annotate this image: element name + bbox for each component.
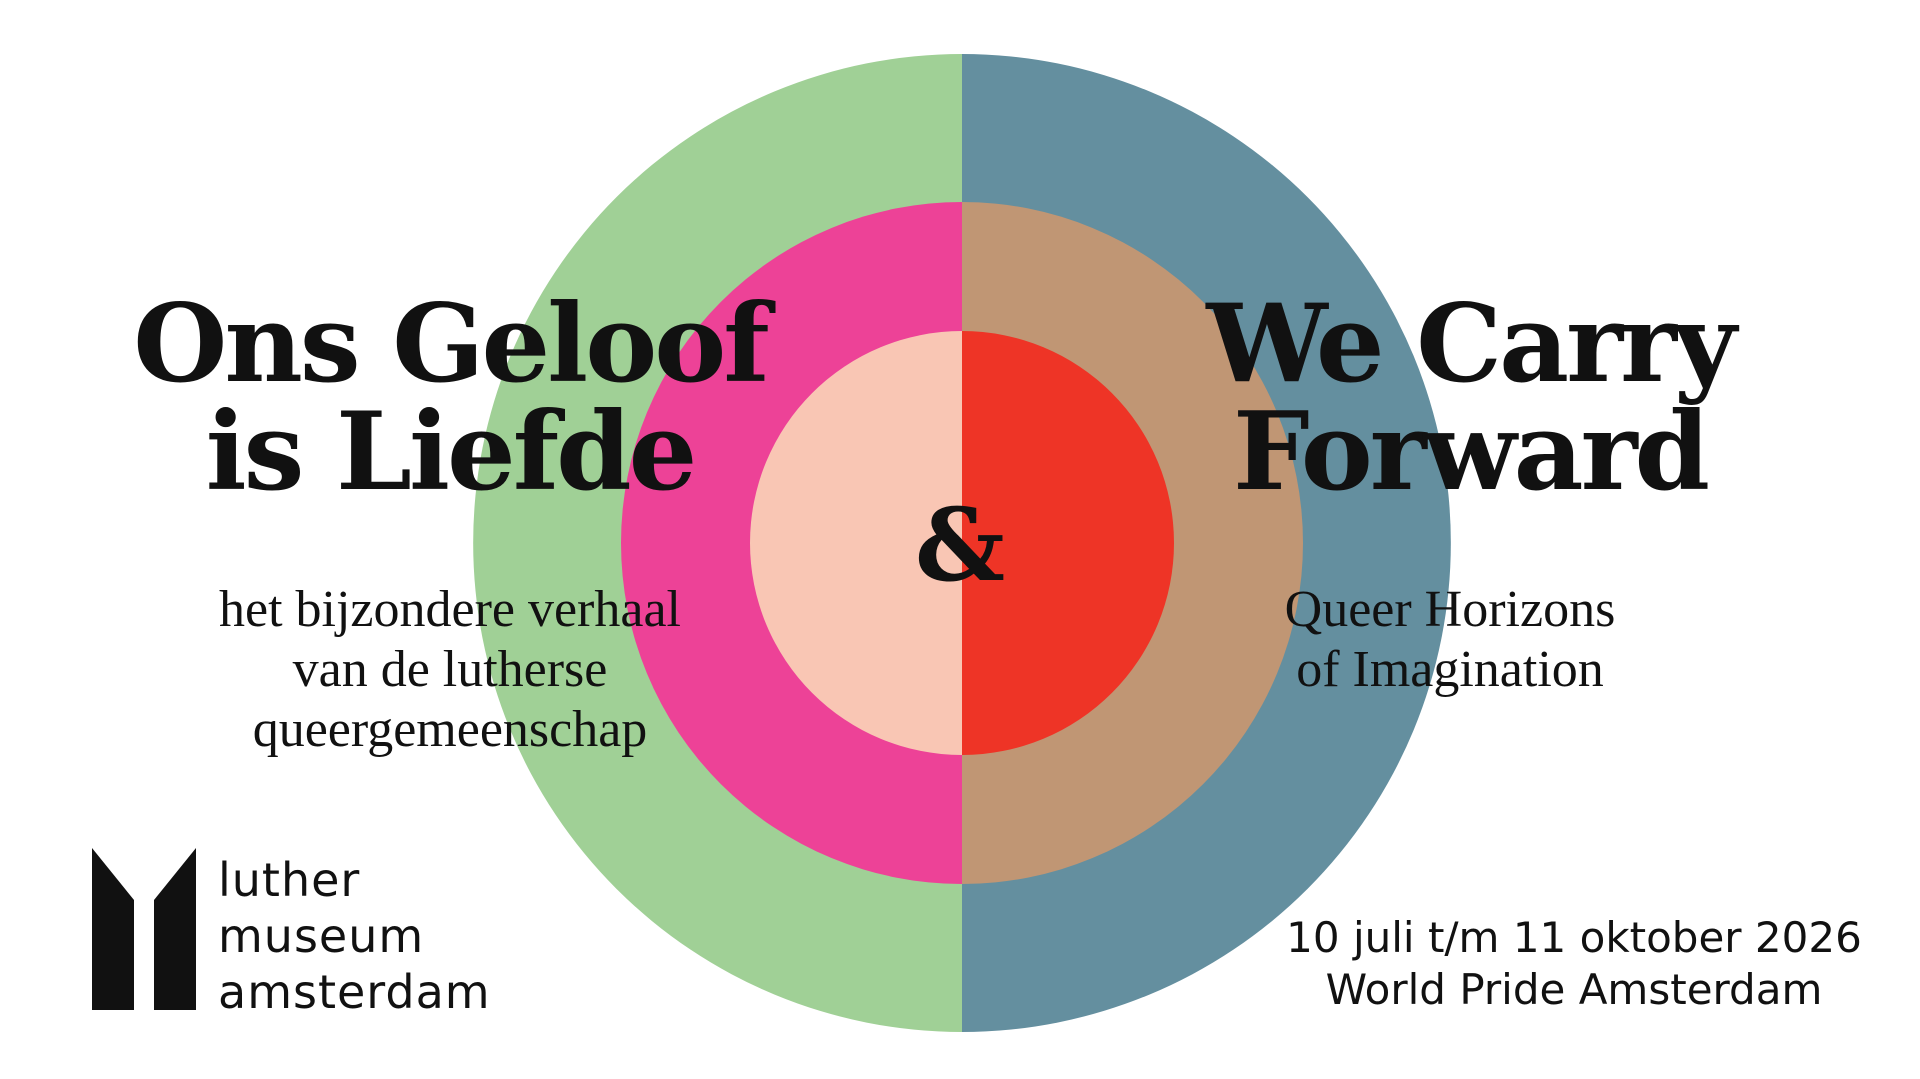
title-right-line-1: We Carry: [1206, 281, 1736, 407]
subtitle-right: Queer Horizons of Imagination: [1150, 580, 1750, 700]
event-info: 10 juli t/m 11 oktober 2026 World Pride …: [1264, 912, 1884, 1016]
subtitle-right-line-2: of Imagination: [1296, 641, 1604, 698]
subtitle-left-line-3: queergemeenschap: [252, 701, 648, 758]
title-left-line-2: is Liefde: [205, 389, 698, 515]
ampersand: &: [914, 486, 1006, 604]
logo-wordmark: luther museum amsterdam: [218, 852, 491, 1020]
subtitle-right-line-1: Queer Horizons: [1284, 581, 1616, 638]
event-dates: 10 juli t/m 11 oktober 2026: [1286, 913, 1862, 962]
subtitle-left-line-2: van de lutherse: [292, 641, 608, 698]
logo-text-line-3: amsterdam: [218, 965, 491, 1019]
event-occasion: World Pride Amsterdam: [1325, 965, 1823, 1014]
title-we-carry-forward: We Carry Forward: [1110, 290, 1830, 506]
logo-text-line-1: luther: [218, 853, 361, 907]
title-right-line-2: Forward: [1232, 389, 1710, 515]
logo-right-pillar: [154, 848, 196, 1010]
title-left-line-1: Ons Geloof: [133, 281, 770, 407]
subtitle-left: het bijzondere verhaal van de lutherse q…: [110, 580, 790, 760]
luther-museum-logo-icon: [92, 848, 196, 1010]
logo-text-line-2: museum: [218, 909, 425, 963]
logo-left-pillar: [92, 848, 134, 1010]
inner-circle-left-half: [750, 331, 962, 755]
subtitle-left-line-1: het bijzondere verhaal: [219, 581, 681, 638]
inner-circle-right-half: [962, 331, 1174, 755]
title-ons-geloof-is-liefde: Ons Geloof is Liefde: [90, 290, 810, 506]
